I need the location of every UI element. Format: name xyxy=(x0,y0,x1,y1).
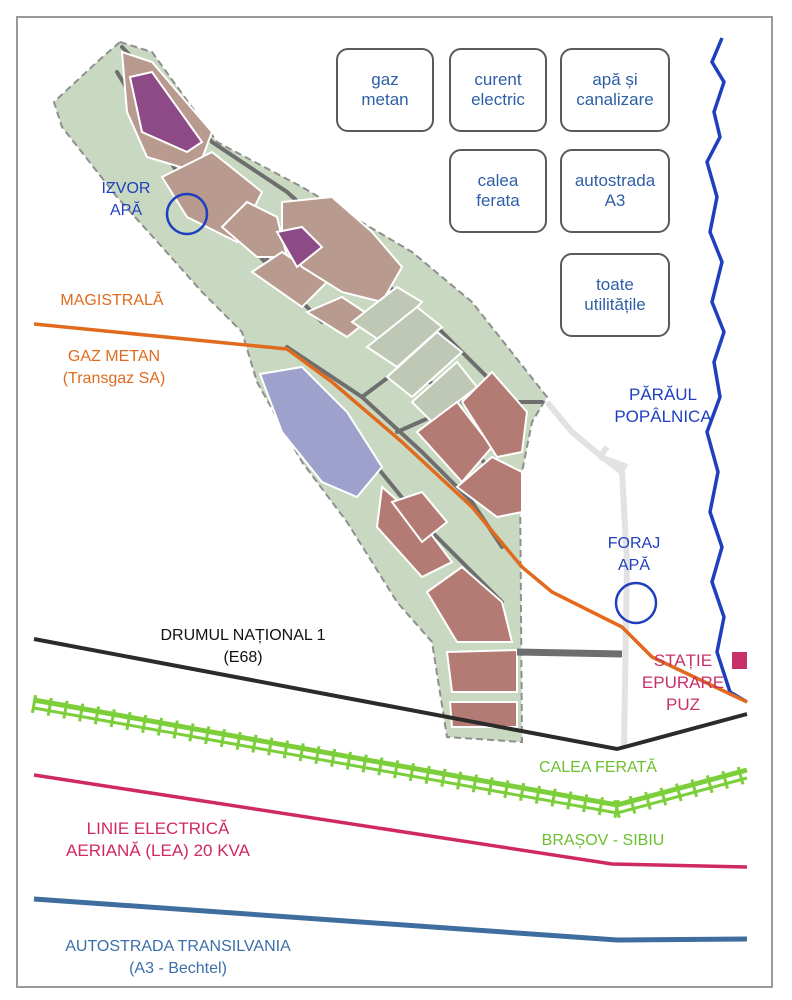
railway-tie xyxy=(282,740,290,759)
railway-tie xyxy=(188,723,195,742)
label-magistrala: MAGISTRALĂ xyxy=(60,292,164,309)
railway-tie xyxy=(534,785,541,804)
site-map xyxy=(30,37,748,943)
railway-tie xyxy=(93,706,101,725)
utility-label: toate utilitățile xyxy=(584,275,646,314)
label-foraj-apa: FORAJ APĂ xyxy=(607,535,661,574)
utility-calea-ferata: calea ferata xyxy=(449,149,547,233)
railway-tie xyxy=(487,777,494,796)
izvor-apa-marker xyxy=(165,192,209,236)
map-frame: gaz metan curent electric apă și canaliz… xyxy=(16,16,773,988)
railway-tie xyxy=(219,728,227,748)
railway-tie xyxy=(78,703,85,722)
railway-tie xyxy=(62,700,69,719)
railway-tie xyxy=(659,787,668,806)
railway-tie xyxy=(204,726,211,745)
label-paraul-popalnica: PĂRĂUL POPÂLNICA xyxy=(614,385,712,426)
railway-tie xyxy=(471,774,478,793)
railway-tie xyxy=(345,751,353,770)
utility-toate-utilitatile: toate utilitățile xyxy=(560,253,670,337)
railway-tie xyxy=(408,762,415,782)
utility-curent-electric: curent electric xyxy=(449,48,547,132)
access-road-branch xyxy=(597,445,629,470)
railway-tie xyxy=(109,709,116,728)
railway-tie xyxy=(597,796,604,816)
creek-line xyxy=(705,37,748,704)
railway-tie xyxy=(456,771,463,790)
railway-tie xyxy=(644,791,652,810)
railway-tie xyxy=(251,734,258,753)
parcels-purple xyxy=(128,70,324,269)
railway-tie xyxy=(675,783,683,802)
label-linie-electrica: LINIE ELECTRICĂ AERIANĂ (LEA) 20 KVA xyxy=(66,819,250,860)
parcels-red xyxy=(375,370,529,728)
railway-tie xyxy=(440,768,447,787)
national-road-line xyxy=(33,637,748,752)
utility-label: autostrada A3 xyxy=(574,171,656,210)
label-izvor-apa: IZVOR APĂ xyxy=(101,180,151,219)
highway-line xyxy=(33,896,748,943)
power-line xyxy=(33,773,748,869)
utility-apa-canalizare: apă și canalizare xyxy=(560,48,670,132)
railway-tie xyxy=(721,770,729,789)
statie-epurare-marker xyxy=(732,652,747,669)
railway-tie xyxy=(613,799,621,819)
foraj-apa-marker xyxy=(614,581,658,625)
railway-tie xyxy=(314,745,321,765)
railway-tie xyxy=(690,779,699,798)
parcels-grey xyxy=(350,285,479,424)
utility-label: gaz metan xyxy=(361,70,409,109)
railway-tie xyxy=(141,714,148,733)
service-road xyxy=(516,648,623,658)
railway-tie xyxy=(361,754,368,773)
railway-tie xyxy=(172,720,179,739)
railway-tie xyxy=(235,731,242,750)
utility-autostrada-a3: autostrada A3 xyxy=(560,149,670,233)
label-brasov-sibiu: BRAȘOV - SIBIU xyxy=(541,832,665,849)
label-calea-ferata: CALEA FERATĂ xyxy=(539,759,657,776)
railway-tie xyxy=(550,788,557,807)
railway-tie xyxy=(582,794,589,813)
railway-tie xyxy=(736,766,745,785)
railway-tie xyxy=(393,760,400,779)
label-statie-epurare: STAȚIE EPURARE PUZ xyxy=(641,651,725,714)
label-autostrada: AUTOSTRADA TRANSILVANIA (A3 - Bechtel) xyxy=(65,938,291,977)
label-drumul-national: DRUMUL NAȚIONAL 1 (E68) xyxy=(160,627,326,666)
utility-label: calea ferata xyxy=(476,171,520,210)
railway-tie xyxy=(125,711,132,731)
railway-tie xyxy=(628,795,637,814)
utility-gaz-metan: gaz metan xyxy=(336,48,434,132)
label-gaz-metan: GAZ METAN (Transgaz SA) xyxy=(62,348,166,387)
railway-tie xyxy=(519,782,526,802)
parcel-blue xyxy=(258,365,384,499)
railway-tie xyxy=(30,694,38,714)
railway-tie xyxy=(298,743,305,762)
utility-label: apă și canalizare xyxy=(576,70,654,109)
utility-label: curent electric xyxy=(471,70,525,109)
gas-main-line xyxy=(33,322,748,704)
railway-tie xyxy=(566,791,573,810)
railway-tie xyxy=(330,748,337,768)
railway-ties xyxy=(30,694,745,819)
railway-tie xyxy=(377,757,384,776)
railway-tie xyxy=(705,774,714,794)
railway-tie xyxy=(424,765,431,785)
railway-tie xyxy=(156,717,164,736)
railway-tie xyxy=(46,697,53,716)
railway-tie xyxy=(503,779,510,799)
railway-tie xyxy=(267,737,274,756)
